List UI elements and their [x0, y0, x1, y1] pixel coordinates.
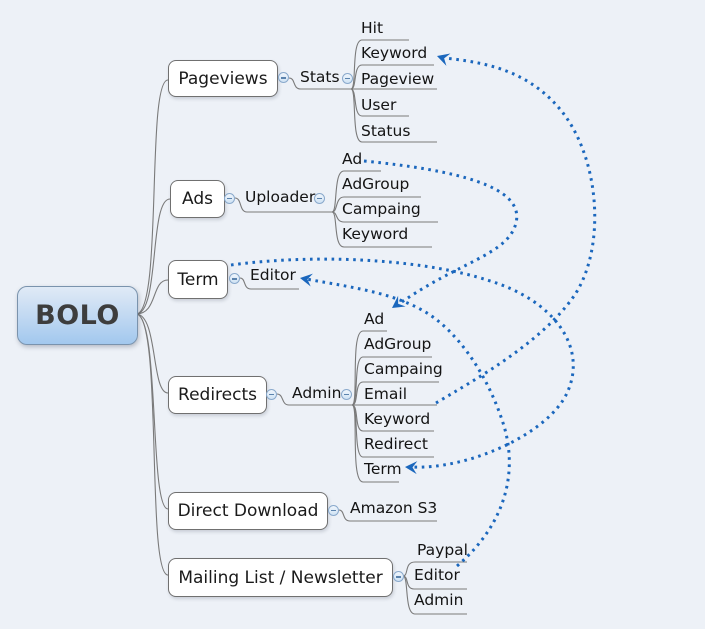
child-uploader-ad[interactable]: Ad	[342, 150, 363, 168]
branch-uploader-ad	[331, 170, 381, 213]
branch-root-ads	[135, 198, 171, 315]
subtopic-stats[interactable]: Stats	[300, 68, 340, 86]
branch-root-mailing-list	[135, 313, 169, 576]
child-stats-user[interactable]: User	[361, 96, 397, 114]
branch-root-term	[135, 279, 169, 315]
subtopic-editor-term[interactable]: Editor	[250, 266, 296, 284]
branch-term-editor	[239, 277, 299, 290]
collapse-icon-admin[interactable]	[340, 388, 352, 400]
branch-root-redirects	[135, 313, 169, 394]
minus-glyph	[231, 278, 237, 280]
minus-glyph	[268, 393, 274, 396]
branch-admin-term	[351, 404, 399, 483]
arrowhead-admin-term	[405, 461, 418, 475]
collapse-icon-direct-download[interactable]	[327, 504, 339, 516]
minus-glyph	[330, 509, 336, 512]
child-stats-keyword[interactable]: Keyword	[361, 44, 428, 62]
topic-redirects[interactable]: Redirects	[168, 376, 267, 414]
collapse-icon-redirects[interactable]	[265, 388, 277, 400]
arrowhead-term-editor	[300, 273, 313, 287]
relationship-admin-keyword-to-stats-keyword[interactable]	[435, 56, 597, 405]
child-admin-redirect[interactable]: Redirect	[364, 435, 428, 453]
subtopic-uploader[interactable]: Uploader	[245, 188, 316, 206]
branch-admin-campaing	[351, 381, 439, 406]
arrowhead-admin-ad	[392, 295, 406, 308]
branch-stats-status	[350, 88, 437, 143]
relationship-ml-editor-to-term-editor[interactable]	[305, 277, 511, 568]
collapse-icon-ads[interactable]	[223, 192, 235, 204]
arrowhead-stats-keyword	[437, 53, 451, 66]
child-admin-ad[interactable]: Ad	[364, 310, 385, 328]
subtopic-admin[interactable]: Admin	[292, 384, 342, 402]
child-admin-email[interactable]: Email	[364, 385, 408, 403]
child-ml-editor[interactable]: Editor	[414, 566, 460, 584]
child-uploader-adgroup[interactable]: AdGroup	[342, 175, 410, 193]
minus-glyph	[395, 576, 401, 578]
branch-ml-admin	[402, 575, 467, 615]
collapse-icon-pageviews[interactable]	[277, 72, 289, 83]
subtopic-amazon-s3[interactable]: Amazon S3	[350, 499, 438, 517]
child-ml-paypal[interactable]: Paypal	[417, 541, 468, 559]
branch-uploader-keyword	[331, 211, 432, 248]
topic-mailing-list[interactable]: Mailing List / Newsletter	[168, 558, 393, 597]
branch-amazon-s3	[338, 509, 437, 522]
topic-direct-download[interactable]: Direct Download	[168, 492, 328, 530]
collapse-icon-stats[interactable]	[341, 72, 353, 84]
branch-admin-spine	[276, 393, 437, 406]
branch-uploader-spine	[234, 197, 332, 213]
topic-ads[interactable]: Ads	[170, 180, 225, 218]
branch-stats-spine	[288, 77, 437, 90]
topic-term[interactable]: Term	[168, 260, 228, 299]
child-stats-status[interactable]: Status	[361, 122, 411, 140]
root-topic-bolo[interactable]: BOLO	[17, 286, 138, 345]
minus-glyph	[226, 197, 232, 200]
child-stats-hit[interactable]: Hit	[361, 19, 384, 37]
child-uploader-campaing[interactable]: Campaing	[342, 200, 421, 218]
child-ml-admin[interactable]: Admin	[414, 591, 464, 609]
child-admin-term[interactable]: Term	[364, 460, 402, 478]
branch-ml-paypal	[402, 561, 467, 577]
minus-glyph	[280, 77, 286, 79]
branch-root-pageviews	[135, 79, 169, 315]
collapse-icon-term[interactable]	[228, 273, 240, 284]
child-uploader-keyword[interactable]: Keyword	[342, 225, 409, 243]
minus-glyph	[316, 197, 322, 200]
topic-pageviews[interactable]: Pageviews	[168, 60, 278, 97]
child-admin-campaing[interactable]: Campaing	[364, 360, 443, 378]
branch-uploader-adgroup	[331, 196, 421, 213]
collapse-icon-uploader[interactable]	[313, 192, 325, 204]
minus-glyph	[343, 393, 349, 396]
child-admin-adgroup[interactable]: AdGroup	[364, 335, 432, 353]
minus-glyph	[344, 77, 350, 80]
collapse-icon-mailing-list[interactable]	[392, 571, 404, 582]
child-admin-keyword[interactable]: Keyword	[364, 410, 431, 428]
child-stats-pageview[interactable]: Pageview	[361, 70, 435, 88]
branch-stats-keyword	[350, 64, 434, 90]
